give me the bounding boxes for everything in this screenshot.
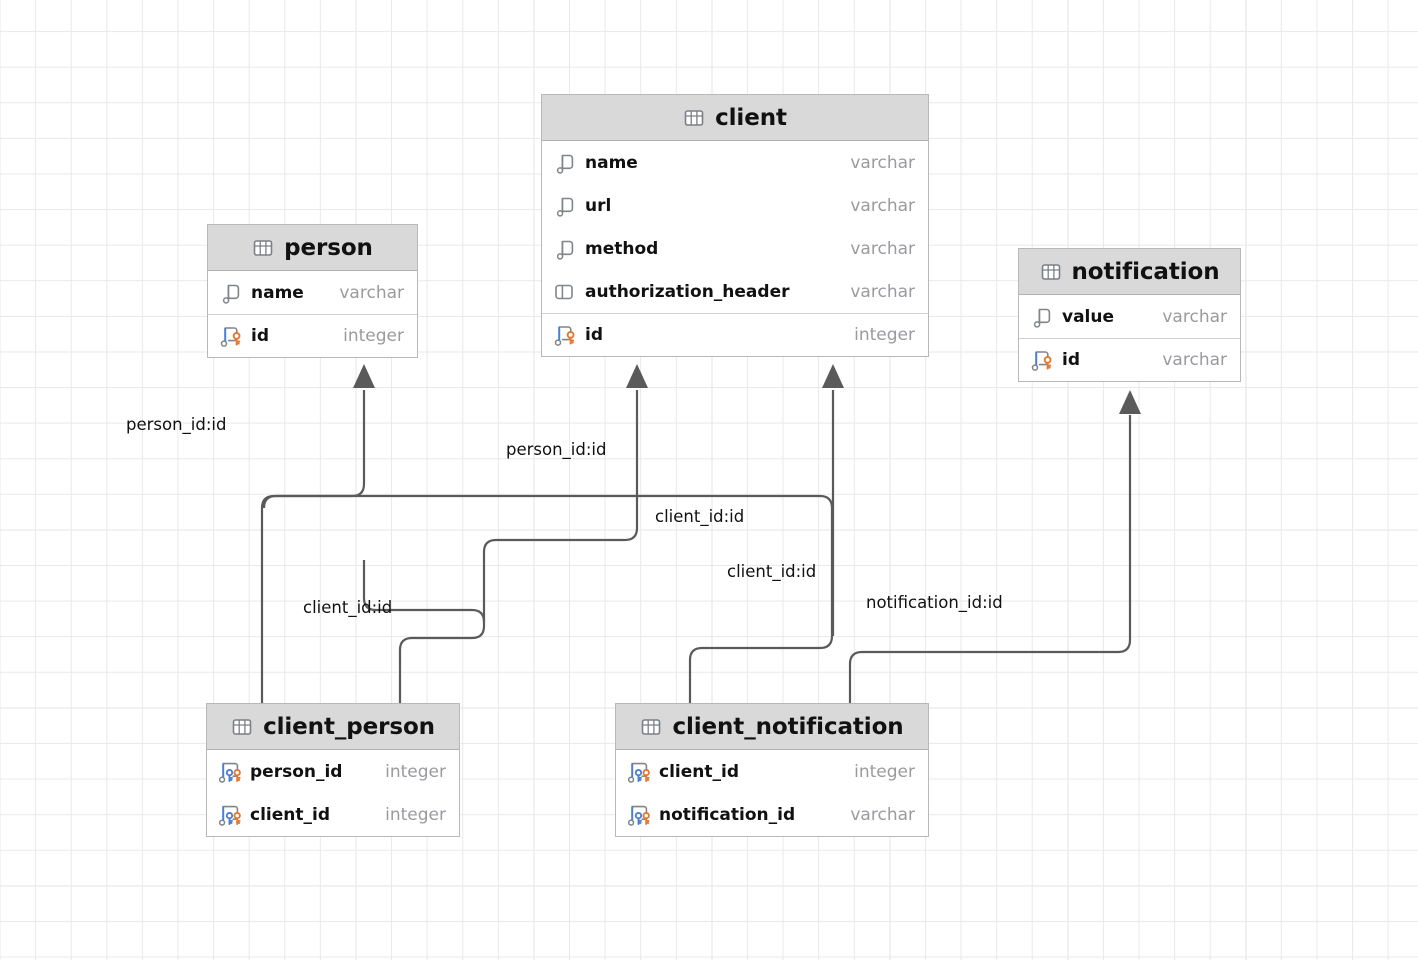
column-type: varchar — [850, 804, 915, 825]
column-icon — [1033, 308, 1051, 328]
relationship-cn-client-arrow[interactable] — [822, 364, 844, 636]
column-name: id — [251, 326, 269, 346]
table-header-client_person[interactable]: client_person — [207, 704, 459, 750]
column-type: varchar — [1162, 306, 1227, 327]
relationship-line[interactable] — [260, 390, 366, 703]
table-columns: name varchar id integer — [208, 271, 417, 357]
column-type: varchar — [850, 152, 915, 173]
relationship-cn-notification[interactable] — [848, 390, 1141, 703]
table-icon — [253, 239, 273, 256]
table-column-row[interactable]: method varchar — [542, 227, 928, 270]
column-name: person_id — [250, 761, 343, 782]
table-node-client[interactable]: client name varchar url varchar method varc… — [541, 94, 929, 357]
column-type: varchar — [1162, 350, 1227, 370]
table-node-notification[interactable]: notification value varchar id varchar — [1018, 248, 1241, 382]
column-type: integer — [343, 326, 404, 346]
table-column-row[interactable]: authorization_header varchar — [542, 270, 928, 313]
table-header-client[interactable]: client — [542, 95, 928, 141]
table-icon — [232, 718, 252, 735]
composite-key-icon — [218, 805, 241, 826]
table-column-row[interactable]: id integer — [542, 313, 928, 356]
table-title: notification — [1071, 258, 1220, 285]
table-column-row[interactable]: id varchar — [1019, 338, 1240, 381]
column-type: integer — [385, 804, 446, 825]
table-title: client_person — [263, 713, 435, 740]
column-type: varchar — [339, 282, 404, 303]
column-name: authorization_header — [585, 281, 790, 302]
relationship-line[interactable] — [398, 390, 639, 703]
column-name: id — [585, 325, 603, 345]
table-node-client_notification[interactable]: client_notification client_id integer not… — [615, 703, 929, 837]
column-type: varchar — [850, 238, 915, 259]
column-name: name — [251, 282, 304, 303]
table-columns: name varchar url varchar method varchar aut… — [542, 141, 928, 356]
primary-key-icon — [220, 327, 241, 347]
relationship-cp-person[interactable] — [260, 364, 375, 703]
table-column-row[interactable]: name varchar — [542, 141, 928, 184]
composite-key-icon — [218, 762, 241, 783]
table-icon — [1041, 263, 1060, 280]
column-icon — [556, 240, 574, 260]
relationship-line[interactable] — [362, 560, 486, 623]
table-title: client_notification — [672, 713, 904, 740]
table-columns: value varchar id varchar — [1019, 295, 1240, 381]
table-column-row[interactable]: client_id integer — [616, 750, 928, 793]
table-title: client — [715, 104, 787, 131]
relationship-cp-client2[interactable] — [362, 560, 486, 623]
column-name: method — [585, 238, 659, 259]
relationship-arrowhead — [822, 364, 844, 388]
relationship-label: person_id:id — [126, 415, 226, 435]
relationship-cp-client[interactable] — [398, 364, 648, 703]
table-column-row[interactable]: id integer — [208, 314, 417, 357]
column-name: notification_id — [659, 804, 796, 825]
table-icon — [684, 109, 704, 126]
table-icon — [642, 718, 661, 735]
table-columns: client_id integer notification_id varchar — [616, 750, 928, 836]
relationship-arrowhead — [1119, 390, 1141, 414]
table-column-row[interactable]: url varchar — [542, 184, 928, 227]
column-type: integer — [854, 761, 915, 782]
column-name: client_id — [659, 761, 739, 782]
relationship-arrowhead — [626, 364, 648, 388]
composite-key-icon — [627, 762, 650, 783]
relationship-arrowhead — [353, 364, 375, 388]
column-name: id — [1062, 350, 1080, 370]
table-column-row[interactable]: notification_id varchar — [616, 793, 928, 836]
column-name: name — [585, 152, 638, 173]
table-title: person — [284, 234, 373, 261]
relationship-label: client_id:id — [727, 562, 816, 582]
column-name: client_id — [250, 804, 330, 825]
column-name: url — [585, 195, 612, 216]
column-type: integer — [385, 761, 446, 782]
table-column-row[interactable]: person_id integer — [207, 750, 459, 793]
column-icon — [556, 197, 574, 217]
relationship-label: client_id:id — [303, 598, 392, 618]
table-node-person[interactable]: person name varchar id integer — [207, 224, 418, 358]
relationship-line[interactable] — [848, 415, 1132, 703]
primary-key-icon — [1031, 351, 1052, 371]
primary-key-icon — [554, 326, 575, 346]
table-column-row[interactable]: client_id integer — [207, 793, 459, 836]
relationship-label: notification_id:id — [866, 593, 1003, 613]
table-column-row[interactable]: name varchar — [208, 271, 417, 314]
relationship-label: person_id:id — [506, 440, 606, 460]
column-name: value — [1062, 306, 1115, 327]
column-plain-icon — [555, 284, 573, 299]
composite-key-icon — [627, 805, 650, 826]
column-type: integer — [854, 325, 915, 345]
column-icon — [556, 154, 574, 174]
table-header-person[interactable]: person — [208, 225, 417, 271]
table-column-row[interactable]: value varchar — [1019, 295, 1240, 338]
relationship-label: client_id:id — [655, 507, 744, 527]
column-type: varchar — [850, 195, 915, 216]
table-header-client_notification[interactable]: client_notification — [616, 704, 928, 750]
column-type: varchar — [850, 281, 915, 302]
column-icon — [222, 284, 240, 304]
table-header-notification[interactable]: notification — [1019, 249, 1240, 295]
